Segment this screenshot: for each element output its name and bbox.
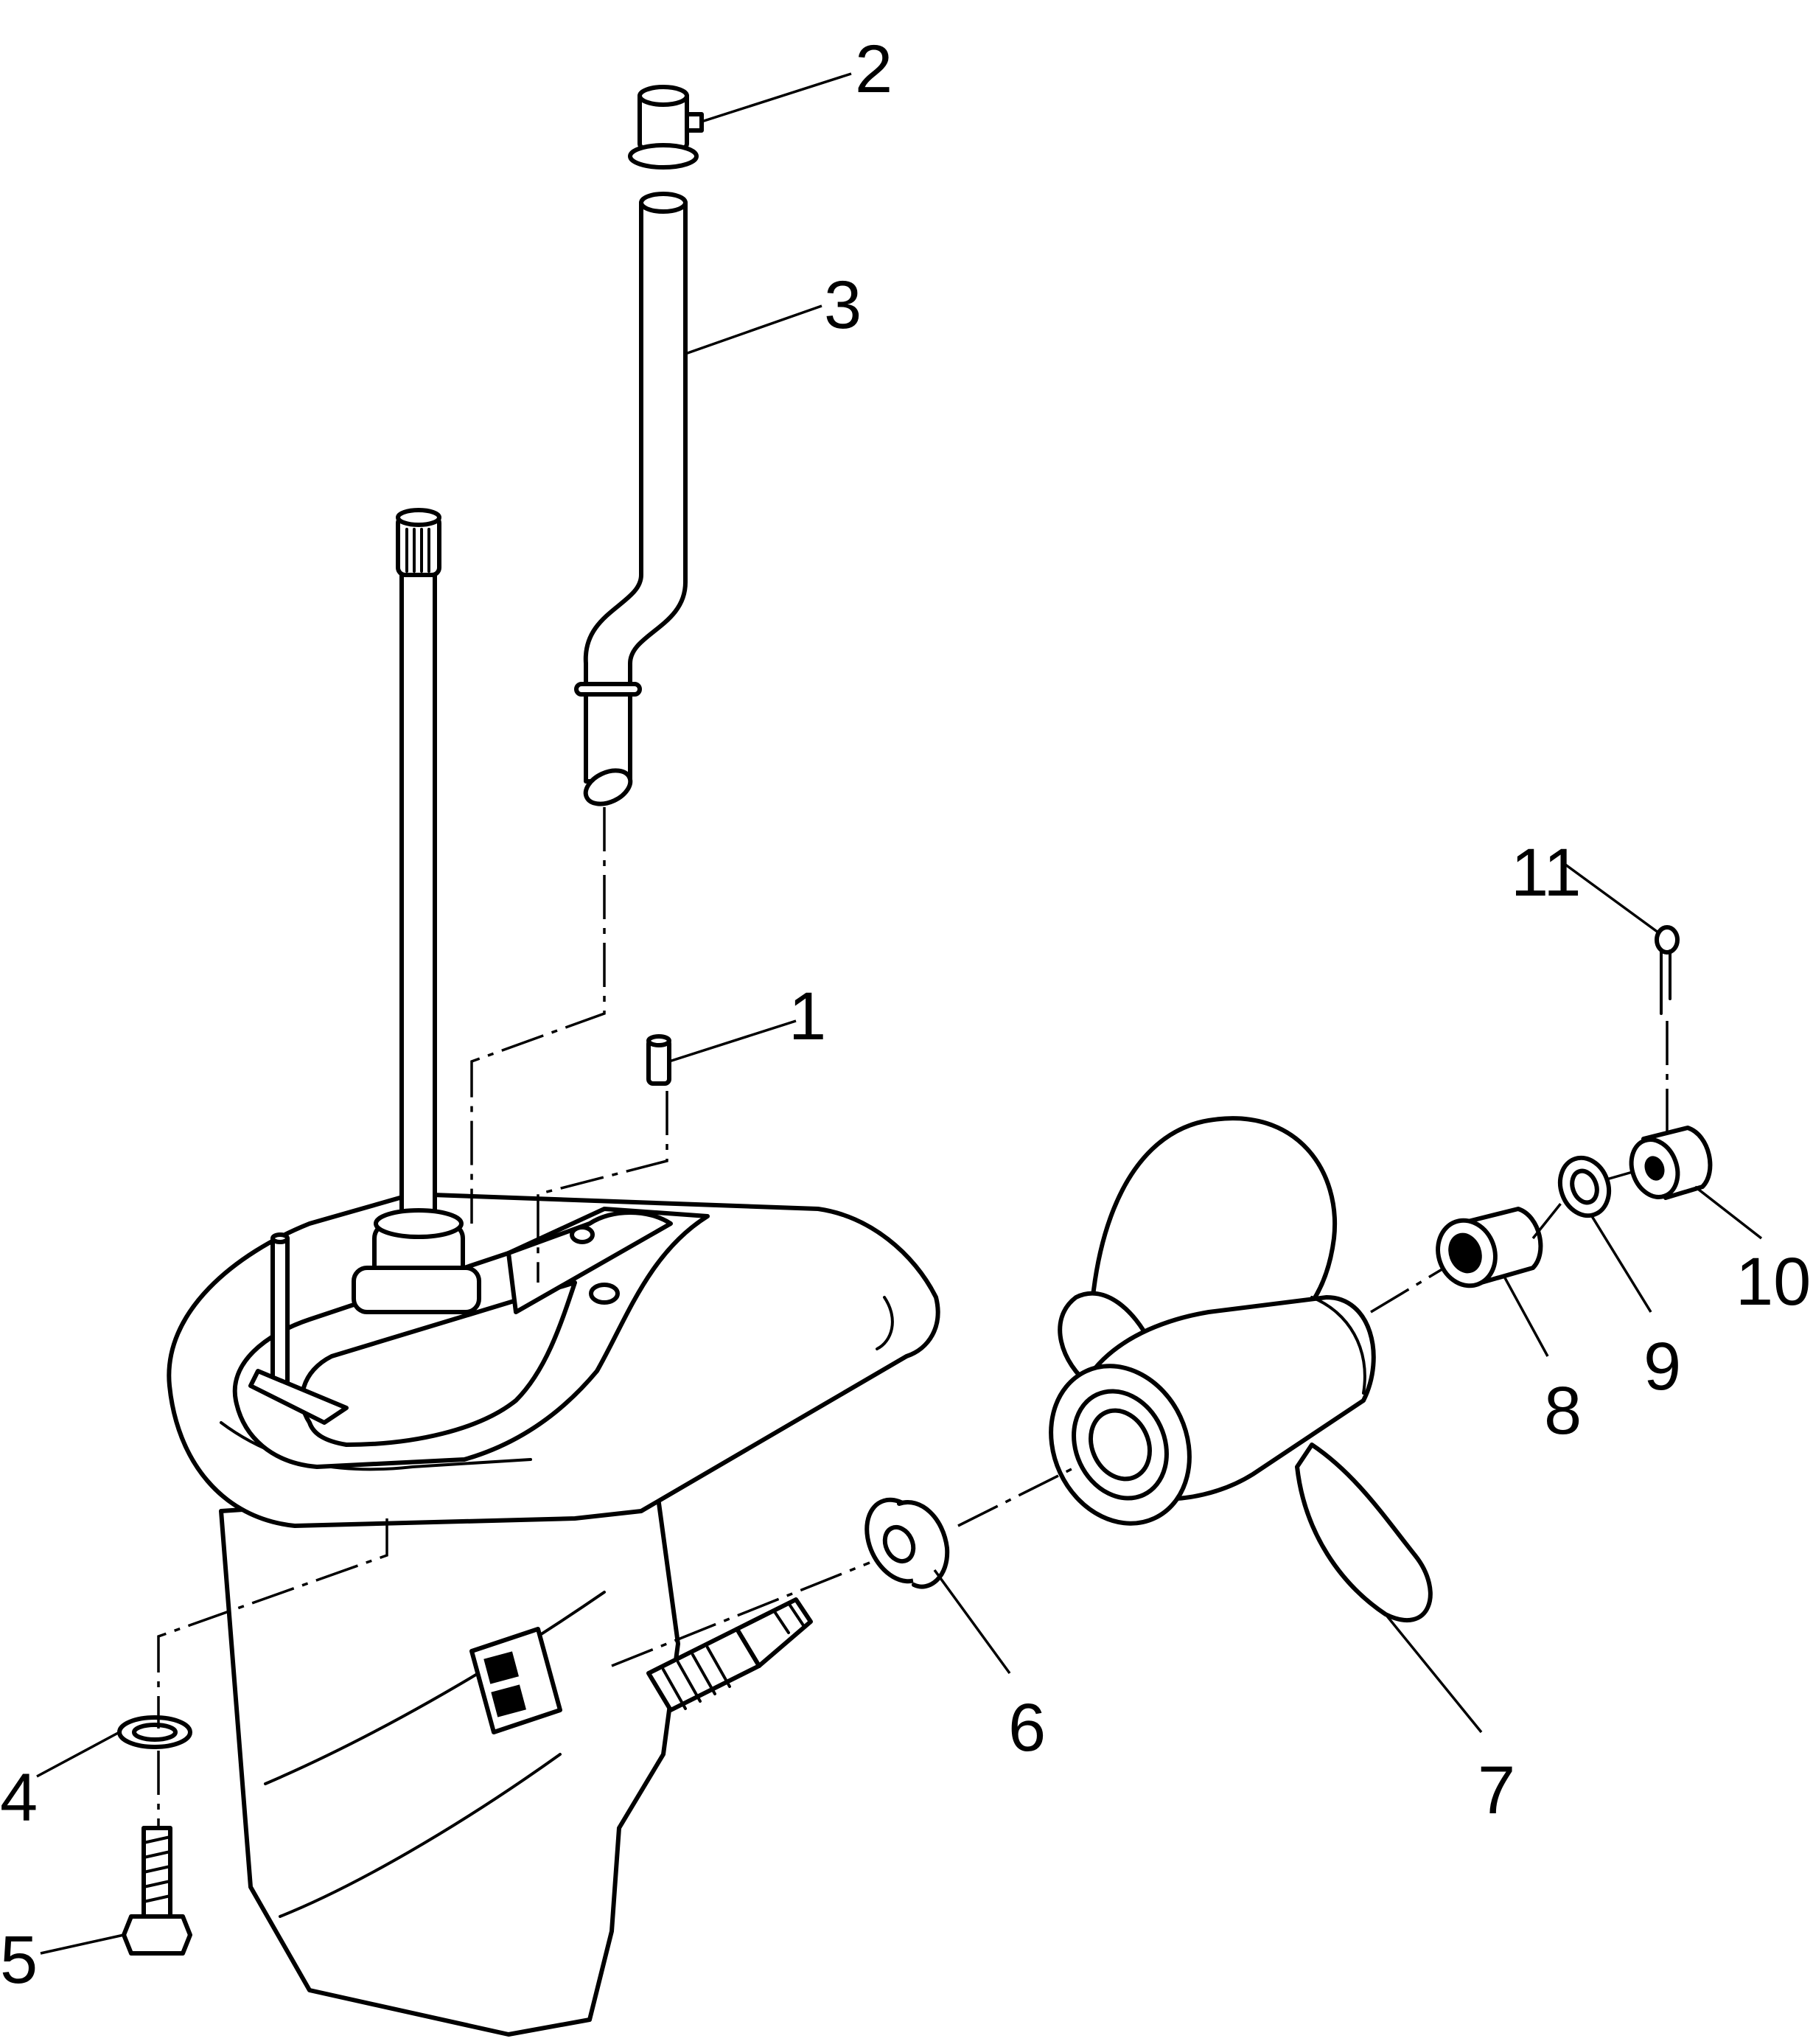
callout-3: 3 <box>824 268 862 343</box>
part-4-washer <box>117 1715 192 1749</box>
assembly-axis-lines <box>157 807 1669 1828</box>
warning-label <box>469 1627 562 1734</box>
callout-8: 8 <box>1544 1373 1582 1448</box>
callout-labels: 1 2 3 4 5 6 7 8 9 10 11 <box>0 32 1811 1998</box>
part-8-spacer <box>1436 1207 1543 1288</box>
shift-rod <box>248 1232 349 1425</box>
part-3-water-tube <box>574 192 688 806</box>
propeller-shaft <box>646 1597 813 1712</box>
part-2-grommet <box>628 85 704 170</box>
callout-10: 10 <box>1736 1244 1811 1319</box>
part-5-bolt <box>122 1826 192 1956</box>
callout-7: 7 <box>1478 1753 1515 1828</box>
part-11-cotter-pin <box>1655 925 1680 1015</box>
callout-2: 2 <box>855 32 892 107</box>
callout-1: 1 <box>789 979 826 1054</box>
part-7-propeller <box>1049 1116 1433 1622</box>
part-10-castle-nut <box>1629 1126 1713 1200</box>
callout-11: 11 <box>1511 835 1582 910</box>
leader-lines <box>36 72 1763 1955</box>
callout-6: 6 <box>1008 1690 1046 1765</box>
callout-9: 9 <box>1643 1329 1681 1404</box>
part-6-thrust-hub <box>864 1497 950 1589</box>
part-9-washer <box>1557 1155 1612 1218</box>
callout-4: 4 <box>0 1760 38 1835</box>
drive-shaft <box>352 508 481 1314</box>
callout-5: 5 <box>0 1922 38 1998</box>
part-1-dowel-pin <box>646 1034 671 1086</box>
